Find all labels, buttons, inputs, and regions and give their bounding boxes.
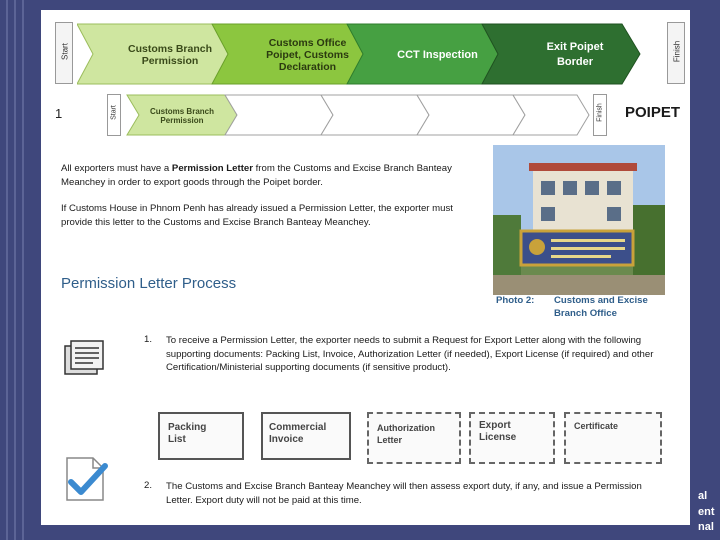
step-2-text: The Customs and Excise Branch Banteay Me… xyxy=(166,481,642,506)
step-label-1: Customs Branch Permission xyxy=(127,43,212,67)
photo-label: Photo 2: xyxy=(496,295,535,306)
intro-text: All exporters must have a xyxy=(61,163,172,174)
mini-step-number: 1 xyxy=(55,106,63,121)
start-box: Start xyxy=(55,22,73,84)
doc-packing-list: Packing List xyxy=(158,412,244,460)
mini-arrow-4 xyxy=(416,94,526,136)
step-2-number: 2. xyxy=(144,480,153,491)
doc-certificate: Certificate xyxy=(564,412,662,464)
step-1-text: To receive a Permission Letter, the expo… xyxy=(166,335,654,373)
mini-start-label: Start xyxy=(110,105,118,120)
step-label-4: Exit Poipet Border xyxy=(546,41,604,68)
doc-export-license: Export License xyxy=(469,412,555,464)
finish-label: Finish xyxy=(672,40,682,63)
step-label-3: CCT Inspection xyxy=(397,48,478,61)
mini-arrow-2 xyxy=(224,94,334,136)
side-text-1: al xyxy=(698,490,708,502)
background-stripe xyxy=(14,0,16,540)
photo-caption: Photo 2: Customs and Excise Branch Offic… xyxy=(496,294,671,319)
photo-caption-text: Customs and Excise Branch Office xyxy=(554,295,648,319)
doc-label: Certificate xyxy=(574,421,619,431)
finish-box: Finish xyxy=(667,22,685,84)
approved-document-icon xyxy=(63,454,111,504)
mini-arrow-3 xyxy=(320,94,430,136)
mini-finish-box: Finish xyxy=(593,94,607,136)
intro-bold-text: Permission Letter xyxy=(171,163,253,174)
mini-finish-label: Finish xyxy=(596,103,604,122)
mini-arrow-5 xyxy=(512,94,590,136)
step-arrow-4 xyxy=(481,23,641,85)
process-flow: Start Customs Branch Permission Customs … xyxy=(55,20,685,88)
doc-label: Export License xyxy=(479,420,517,443)
intro-paragraph-1: All exporters must have a Permission Let… xyxy=(61,162,481,189)
doc-authorization-letter: Authorization Letter xyxy=(367,412,461,464)
mini-process-flow: 1 Start Customs Branch Permission Finish… xyxy=(55,92,685,138)
mini-start-box: Start xyxy=(107,94,121,136)
doc-commercial-invoice: Commercial Invoice xyxy=(261,412,351,460)
process-arrows xyxy=(77,23,641,85)
intro-text-suffix: from the Customs and Excise Branch Bante… xyxy=(61,163,452,188)
doc-label: Packing List xyxy=(168,422,207,445)
start-label: Start xyxy=(60,43,70,60)
document-stack-icon xyxy=(63,338,107,378)
step-label-2: Customs Office Poipet, Customs Declarati… xyxy=(266,37,349,73)
section-title: Permission Letter Process xyxy=(61,275,237,292)
background-stripe xyxy=(22,0,24,540)
mini-process-arrows xyxy=(126,94,590,136)
side-text-2: ent xyxy=(698,506,715,518)
background-stripe xyxy=(6,0,8,540)
customs-office-photo xyxy=(493,145,665,295)
intro-paragraph-2: If Customs House in Phnom Penh has alrea… xyxy=(61,203,453,228)
location-label: POIPET xyxy=(625,104,681,121)
side-text-3: nal xyxy=(698,521,714,533)
building-illustration xyxy=(493,145,665,295)
doc-label: Commercial Invoice xyxy=(269,422,327,445)
slide: Start Customs Branch Permission Customs … xyxy=(41,10,690,525)
doc-label: Authorization Letter xyxy=(377,423,435,445)
step-1-number: 1. xyxy=(144,334,153,345)
mini-active-step-label: Customs Branch Permission xyxy=(149,107,214,125)
